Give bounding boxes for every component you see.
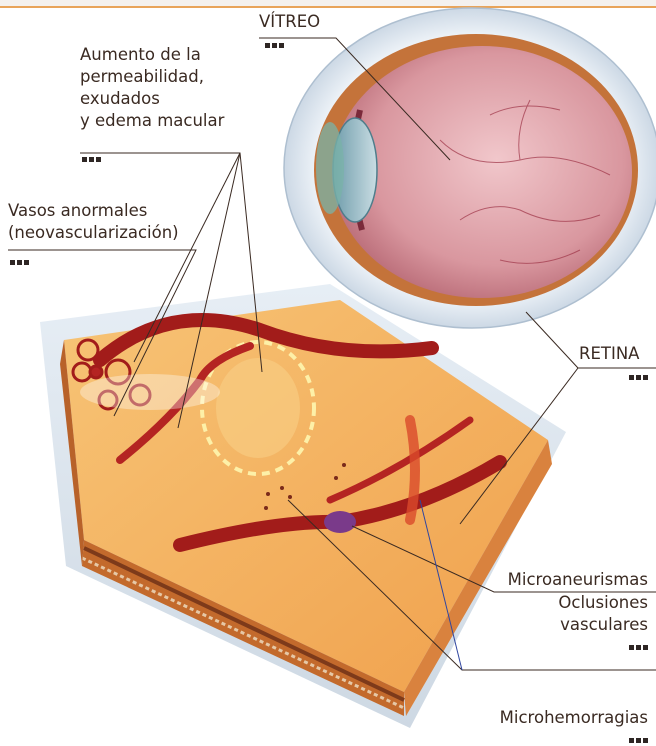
dots-marker <box>82 157 101 162</box>
label-microhemorragias: Microhemorragias <box>500 707 648 729</box>
dots-marker <box>629 738 648 743</box>
label-line: Vasos anormales <box>8 200 179 222</box>
label-line: Oclusiones <box>558 592 648 614</box>
retina-tissue-block <box>40 284 566 728</box>
label-oclusiones: Oclusiones vasculares <box>558 592 648 636</box>
eyeball <box>284 8 656 328</box>
label-line: (neovascularización) <box>8 222 179 244</box>
dots-marker <box>629 375 648 380</box>
microaneurysm <box>324 511 356 533</box>
label-line: exudados <box>80 88 224 110</box>
dots-marker <box>265 43 284 48</box>
label-permeabilidad: Aumento de la permeabilidad, exudados y … <box>80 44 224 132</box>
label-vasos-anormales: Vasos anormales (neovascularización) <box>8 200 179 244</box>
label-line: permeabilidad, <box>80 66 224 88</box>
dots-marker <box>629 645 648 650</box>
label-line: vasculares <box>558 614 648 636</box>
label-line: y edema macular <box>80 110 224 132</box>
label-microaneurismas: Microaneurismas <box>508 569 648 591</box>
label-retina: RETINA <box>579 343 639 365</box>
label-line: Aumento de la <box>80 44 224 66</box>
dots-marker <box>10 260 29 265</box>
label-vitreo: VÍTREO <box>259 11 320 33</box>
